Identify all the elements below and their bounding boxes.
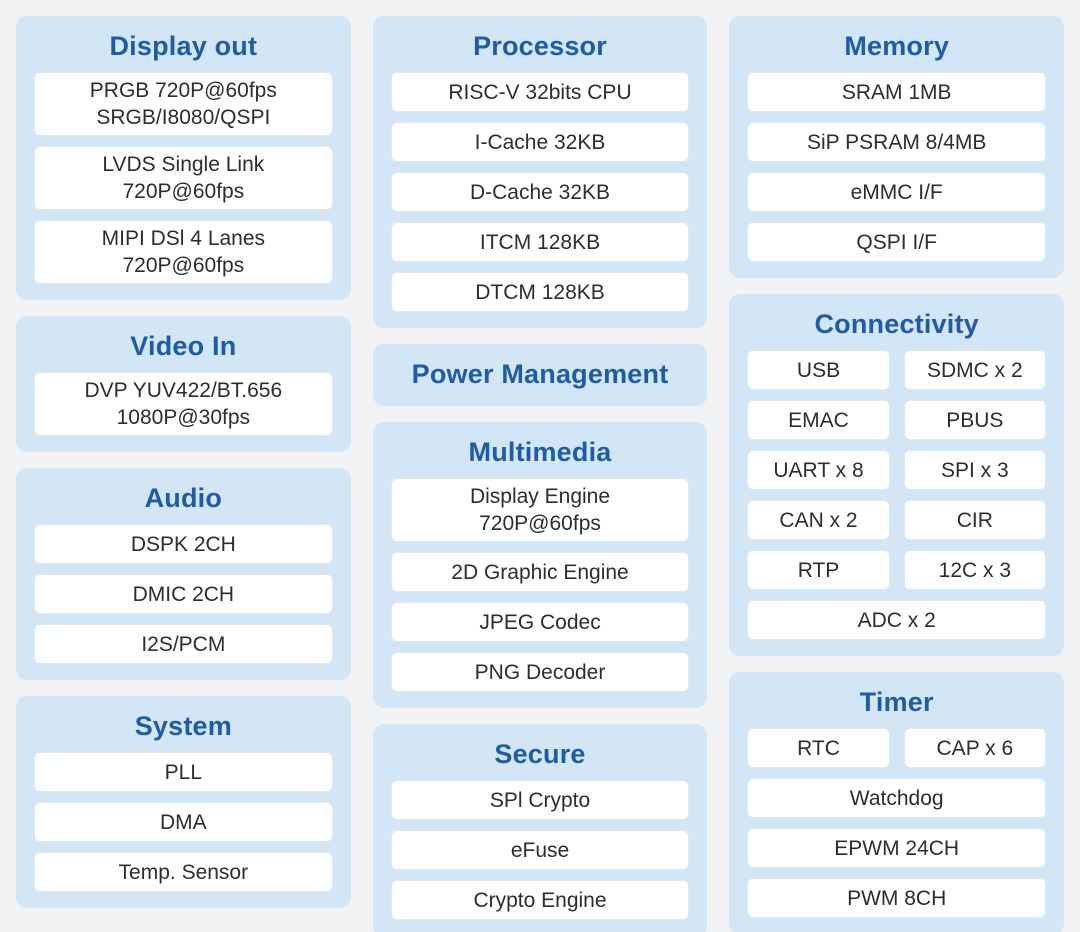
item-i-cache: I-Cache 32KB [390, 122, 690, 162]
item-emmc-if: eMMC I/F [747, 172, 1047, 212]
item-rtc: RTC [747, 728, 890, 768]
card-title: Multimedia [468, 437, 612, 467]
item-cir: CIR [903, 500, 1047, 540]
item-spi: SPI x 3 [903, 450, 1047, 490]
item-line: 720P@60fps [479, 512, 601, 535]
item-line: DVP YUV422/BT.656 [84, 379, 283, 402]
item-lvds: LVDS Single Link 720P@60fps [34, 146, 333, 210]
item-crypto-engine: Crypto Engine [390, 880, 690, 920]
item-i2s-pcm: I2S/PCM [34, 624, 333, 664]
card-items: Display Engine 720P@60fps 2D Graphic Eng… [390, 478, 690, 692]
item-line: MIPI DSl 4 Lanes [101, 227, 266, 250]
item-uart: UART x 8 [747, 450, 890, 490]
card-display-out: Display out PRGB 720P@60fps SRGB/I8080/Q… [16, 16, 351, 300]
item-watchdog: Watchdog [747, 778, 1047, 818]
card-items: PLL DMA Temp. Sensor [34, 752, 333, 892]
item-efuse: eFuse [390, 830, 690, 870]
item-risc-v-cpu: RISC-V 32bits CPU [390, 72, 690, 112]
card-power-management: Power Management [372, 344, 708, 406]
item-usb: USB [747, 350, 890, 390]
item-i2c: 12C x 3 [903, 550, 1047, 590]
column-right: Memory SRAM 1MB SiP PSRAM 8/4MB eMMC I/F… [729, 16, 1065, 932]
item-dmic-2ch: DMIC 2CH [34, 574, 333, 614]
item-display-engine: Display Engine 720P@60fps [390, 478, 690, 542]
column-middle: Processor RISC-V 32bits CPU I-Cache 32KB… [372, 16, 708, 932]
card-title: System [134, 711, 232, 741]
item-sdmc: SDMC x 2 [903, 350, 1047, 390]
item-qspi-if: QSPI I/F [747, 222, 1047, 262]
card-title: Audio [144, 483, 223, 513]
item-line: 1080P@30fps [116, 406, 251, 429]
card-multimedia: Multimedia Display Engine 720P@60fps 2D … [372, 422, 708, 708]
item-2d-graphic-engine: 2D Graphic Engine [390, 552, 690, 592]
item-pwm: PWM 8CH [747, 878, 1047, 918]
card-system: System PLL DMA Temp. Sensor [16, 696, 351, 908]
card-items: PRGB 720P@60fps SRGB/I8080/QSPI LVDS Sin… [34, 72, 333, 284]
item-dtcm: DTCM 128KB [390, 272, 690, 312]
item-dspk-2ch: DSPK 2CH [34, 524, 333, 564]
item-jpeg-codec: JPEG Codec [390, 602, 690, 642]
item-mipi-dsi: MIPI DSl 4 Lanes 720P@60fps [34, 220, 333, 284]
card-secure: Secure SPl Crypto eFuse Crypto Engine [372, 724, 708, 932]
card-items: SPl Crypto eFuse Crypto Engine [390, 780, 690, 920]
item-line: 720P@60fps [122, 254, 245, 277]
item-line: Display Engine [469, 485, 611, 508]
item-spi-crypto: SPl Crypto [390, 780, 690, 820]
card-title: Display out [109, 31, 258, 61]
item-prgb: PRGB 720P@60fps SRGB/I8080/QSPI [34, 72, 333, 136]
item-sram: SRAM 1MB [747, 72, 1047, 112]
item-itcm: ITCM 128KB [390, 222, 690, 262]
card-title: Processor [473, 31, 607, 61]
item-dvp: DVP YUV422/BT.656 1080P@30fps [34, 372, 333, 436]
item-rtp: RTP [747, 550, 890, 590]
card-items: USB SDMC x 2 EMAC PBUS UART x 8 SPI x 3 … [747, 350, 1047, 640]
item-emac: EMAC [747, 400, 890, 440]
item-can: CAN x 2 [747, 500, 890, 540]
card-processor: Processor RISC-V 32bits CPU I-Cache 32KB… [372, 16, 708, 328]
item-adc: ADC x 2 [747, 600, 1047, 640]
item-dma: DMA [34, 802, 333, 842]
item-pll: PLL [34, 752, 333, 792]
card-title: Secure [494, 739, 586, 769]
item-line: PRGB 720P@60fps [89, 79, 277, 102]
card-title: Connectivity [814, 309, 979, 339]
card-connectivity: Connectivity USB SDMC x 2 EMAC PBUS UART… [729, 294, 1065, 656]
item-pbus: PBUS [903, 400, 1047, 440]
item-png-decoder: PNG Decoder [390, 652, 690, 692]
item-sip-psram: SiP PSRAM 8/4MB [747, 122, 1047, 162]
card-audio: Audio DSPK 2CH DMIC 2CH I2S/PCM [16, 468, 351, 680]
card-items: RTC CAP x 6 Watchdog EPWM 24CH PWM 8CH [747, 728, 1047, 918]
card-items: SRAM 1MB SiP PSRAM 8/4MB eMMC I/F QSPI I… [747, 72, 1047, 262]
card-items: DVP YUV422/BT.656 1080P@30fps [34, 372, 333, 436]
card-items: RISC-V 32bits CPU I-Cache 32KB D-Cache 3… [390, 72, 690, 312]
card-video-in: Video In DVP YUV422/BT.656 1080P@30fps [16, 316, 351, 452]
item-d-cache: D-Cache 32KB [390, 172, 690, 212]
card-items: DSPK 2CH DMIC 2CH I2S/PCM [34, 524, 333, 664]
item-line: LVDS Single Link [102, 153, 265, 176]
column-left: Display out PRGB 720P@60fps SRGB/I8080/Q… [16, 16, 351, 916]
card-timer: Timer RTC CAP x 6 Watchdog EPWM 24CH PWM… [729, 672, 1065, 932]
card-title: Power Management [411, 359, 669, 389]
item-epwm: EPWM 24CH [747, 828, 1047, 868]
item-temp-sensor: Temp. Sensor [34, 852, 333, 892]
card-title: Video In [130, 331, 237, 361]
card-memory: Memory SRAM 1MB SiP PSRAM 8/4MB eMMC I/F… [729, 16, 1065, 278]
item-cap: CAP x 6 [903, 728, 1047, 768]
card-title: Timer [859, 687, 934, 717]
item-line: 720P@60fps [122, 180, 245, 203]
item-line: SRGB/I8080/QSPI [96, 106, 271, 129]
card-title: Memory [844, 31, 950, 61]
